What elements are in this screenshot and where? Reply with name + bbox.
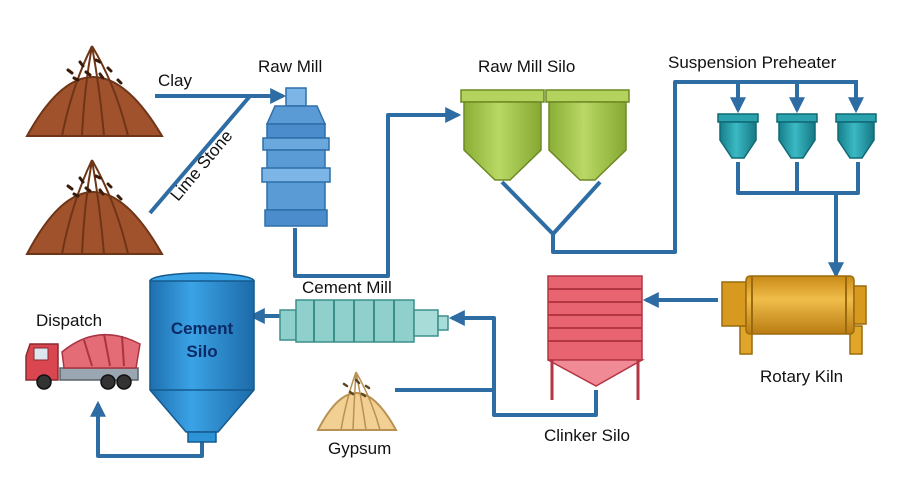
flow-clinker-silo-to-cement-mill	[448, 310, 598, 417]
label-cement-mill: Cement Mill	[302, 278, 392, 297]
rotary-kiln	[721, 275, 867, 355]
cement-mill	[279, 299, 449, 343]
label-raw-mill: Raw Mill	[258, 57, 322, 76]
flow-cement-silo-to-dispatch	[90, 400, 204, 458]
label-clinker-silo: Clinker Silo	[544, 426, 630, 445]
label-rotary-kiln: Rotary Kiln	[760, 367, 843, 386]
label-suspension-preheater: Suspension Preheater	[668, 53, 837, 72]
flow-limestone-to-raw-mill	[148, 94, 252, 215]
label-clay: Clay	[158, 71, 193, 90]
gypsum-pile	[316, 371, 398, 431]
raw-mill-silo	[460, 89, 630, 181]
clay-pile	[25, 45, 164, 137]
label-cement-silo-line2: Silo	[186, 342, 217, 361]
label-lime-stone: Lime Stone	[167, 126, 237, 204]
flow-raw-mill-to-silo	[293, 107, 462, 278]
dispatch-truck	[25, 333, 141, 390]
label-raw-mill-silo: Raw Mill Silo	[478, 57, 575, 76]
raw-mill	[261, 87, 331, 227]
preheater-cyclone-1	[717, 113, 759, 159]
clinker-silo	[547, 275, 645, 400]
label-gypsum: Gypsum	[328, 439, 391, 458]
limestone-pile	[25, 159, 164, 255]
preheater-cyclone-2	[776, 113, 818, 159]
flow-preheater-to-kiln	[736, 162, 860, 275]
cement-silo	[149, 272, 255, 443]
preheater-cyclone-3	[835, 113, 877, 159]
label-cement-silo-line1: Cement	[171, 319, 234, 338]
label-dispatch: Dispatch	[36, 311, 102, 330]
suspension-preheater	[717, 113, 877, 159]
flow-lines	[90, 80, 864, 458]
